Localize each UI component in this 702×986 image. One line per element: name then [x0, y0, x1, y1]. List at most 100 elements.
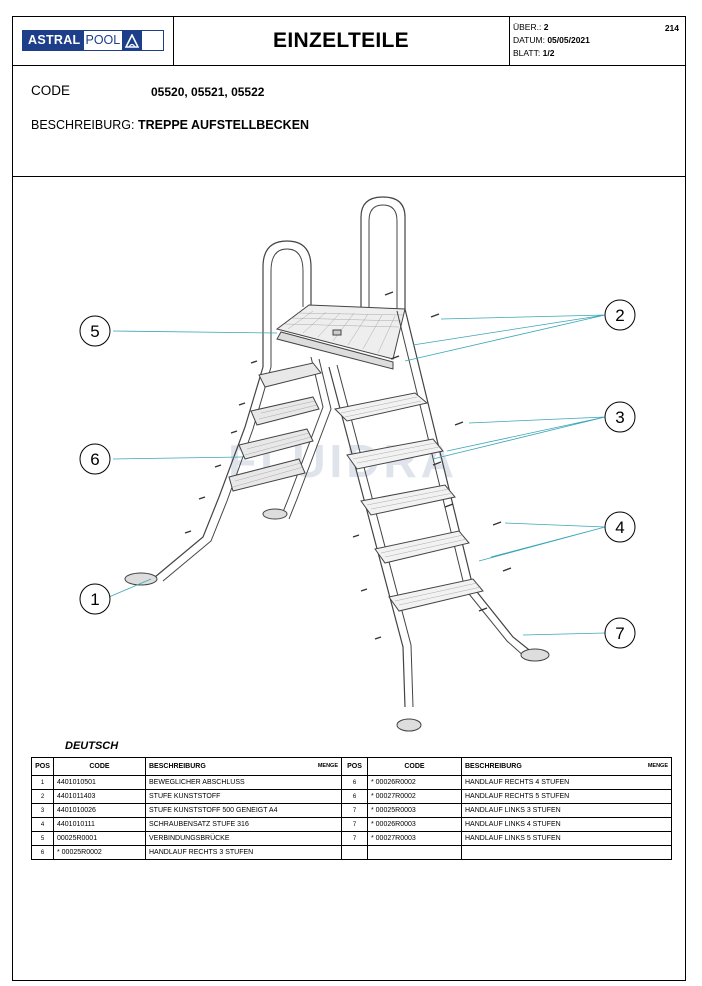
- front-handrail: [262, 240, 312, 367]
- callout-1: 1: [79, 583, 111, 615]
- title-cell: EINZELTEILE: [173, 17, 510, 65]
- header-code-right: CODE: [367, 757, 462, 776]
- logo-mark-icon: [122, 31, 143, 50]
- document-meta: ÜBER.: 2 DATUM: 05/05/2021 BLATT: 1/2: [513, 21, 590, 60]
- part-code-left: 00025R0001: [53, 831, 146, 846]
- rear-handrail: [360, 196, 406, 325]
- header-pos-left: POS: [31, 757, 54, 776]
- part-code-right: * 00027R0003: [367, 831, 462, 846]
- datum-label: DATUM:: [513, 35, 545, 45]
- page-number: 214: [664, 23, 679, 33]
- part-pos-right: 6: [341, 789, 368, 804]
- part-pos-left: 3: [31, 803, 54, 818]
- page-title: EINZELTEILE: [273, 29, 409, 52]
- blatt-label: BLATT:: [513, 48, 541, 58]
- part-pos-right: 7: [341, 817, 368, 832]
- part-pos-right: [341, 845, 368, 860]
- document-sheet: ASTRAL POOL EINZELTEILE ÜBER.: 2 DATUM: …: [12, 16, 686, 981]
- ueber-value: 2: [543, 22, 549, 32]
- part-desc-right: HANDLAUF RECHTS 4 STUFEN: [461, 775, 672, 790]
- part-desc-left: STUFE KUNSTSTOFF: [145, 789, 342, 804]
- logo-cell: ASTRAL POOL: [13, 17, 174, 65]
- callout-4: 4: [604, 511, 636, 543]
- logo-word-astral: ASTRAL: [23, 31, 84, 50]
- part-desc-right: HANDLAUF LINKS 3 STUFEN: [461, 803, 672, 818]
- screw-set: [184, 291, 512, 640]
- part-code-right: * 00026R0003: [367, 817, 462, 832]
- part-desc-left: STUFE KUNSTSTOFF 500 GENEIGT A4: [145, 803, 342, 818]
- foot-left-front: [124, 572, 158, 586]
- svg-text:4: 4: [615, 518, 624, 537]
- part-code-left: 4401010501: [53, 775, 146, 790]
- part-code-left: 4401010026: [53, 803, 146, 818]
- description-line: BESCHREIBURG: TREPPE AUFSTELLBECKEN: [31, 118, 309, 132]
- description-value: TREPPE AUFSTELLBECKEN: [137, 118, 310, 132]
- foot-right-front: [396, 718, 422, 732]
- part-pos-left: 4: [31, 817, 54, 832]
- callout-7: 7: [604, 617, 636, 649]
- part-desc-left: BEWEGLICHER ABSCHLUSS: [145, 775, 342, 790]
- part-code-right: * 00026R0002: [367, 775, 462, 790]
- callout-3: 3: [604, 401, 636, 433]
- language-label: DEUTSCH: [65, 740, 119, 752]
- description-label: BESCHREIBURG:: [31, 118, 135, 132]
- part-pos-left: 5: [31, 831, 54, 846]
- part-pos-left: 1: [31, 775, 54, 790]
- part-desc-right: HANDLAUF LINKS 5 STUFEN: [461, 831, 672, 846]
- ueber-label: ÜBER.:: [513, 22, 542, 32]
- part-pos-right: 7: [341, 831, 368, 846]
- right-frame: [328, 366, 406, 708]
- svg-text:1: 1: [90, 590, 99, 609]
- part-pos-right: 7: [341, 803, 368, 818]
- blatt-value: 1/2: [542, 48, 555, 58]
- part-desc-left: VERBINDUNGSBRÜCKE: [145, 831, 342, 846]
- exploded-view-figure: FLUIDRA: [13, 177, 685, 737]
- header-pos-right: POS: [341, 757, 368, 776]
- svg-text:5: 5: [90, 322, 99, 341]
- callout-2: 2: [604, 299, 636, 331]
- part-code-left: * 00025R0002: [53, 845, 146, 860]
- svg-text:2: 2: [615, 306, 624, 325]
- svg-text:7: 7: [615, 624, 624, 643]
- callout-5: 5: [79, 315, 111, 347]
- part-pos-right: 6: [341, 775, 368, 790]
- part-desc-right: HANDLAUF RECHTS 5 STUFEN: [461, 789, 672, 804]
- header-bar: ASTRAL POOL EINZELTEILE ÜBER.: 2 DATUM: …: [13, 17, 685, 66]
- part-code-left: 4401010111: [53, 817, 146, 832]
- part-code-left: 4401011403: [53, 789, 146, 804]
- svg-text:6: 6: [90, 450, 99, 469]
- part-code-right: * 00025R0003: [367, 803, 462, 818]
- code-label: CODE: [31, 83, 71, 98]
- datum-value: 05/05/2021: [547, 35, 590, 45]
- header-menge-right: MENGE: [647, 763, 668, 769]
- logo-word-pool: POOL: [85, 33, 121, 47]
- right-steps: [333, 392, 484, 612]
- header-menge-left: MENGE: [317, 763, 338, 769]
- part-desc-right: HANDLAUF LINKS 4 STUFEN: [461, 817, 672, 832]
- part-code-right: [367, 845, 462, 860]
- left-frame: [154, 366, 264, 578]
- astralpool-logo: ASTRAL POOL: [22, 30, 164, 51]
- part-desc-right: [461, 845, 672, 860]
- ladder-diagram: FLUIDRA: [79, 196, 636, 732]
- part-desc-left: HANDLAUF RECHTS 3 STUFEN: [145, 845, 342, 860]
- part-pos-left: 6: [31, 845, 54, 860]
- svg-text:3: 3: [615, 408, 624, 427]
- foot-right-rear: [520, 648, 550, 662]
- part-code-right: * 00027R0002: [367, 789, 462, 804]
- callout-6: 6: [79, 443, 111, 475]
- part-pos-left: 2: [31, 789, 54, 804]
- code-value: 05520, 05521, 05522: [151, 85, 265, 99]
- header-code-left: CODE: [53, 757, 146, 776]
- info-section: CODE 05520, 05521, 05522 BESCHREIBURG: T…: [13, 65, 685, 177]
